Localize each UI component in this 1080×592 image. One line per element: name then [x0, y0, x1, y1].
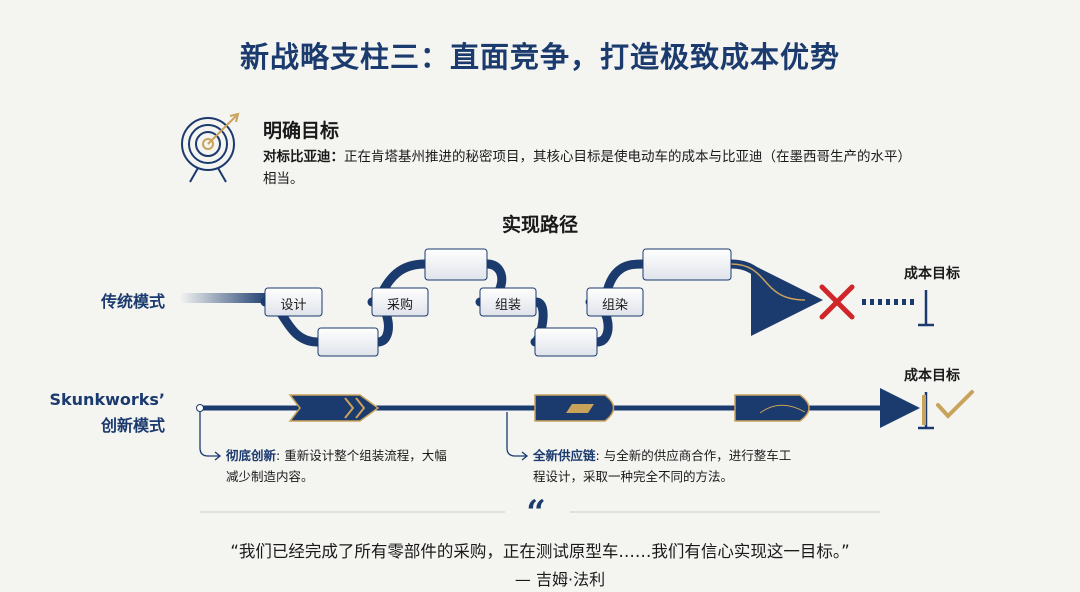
goal-body: 正在肯塔基州推进的秘密项目，其核心目标是使电动车的成本与比亚迪（在墨西哥生产的水…: [263, 149, 911, 187]
callout-innovation: 彻底创新: 重新设计整个组装流程，大幅减少制造内容。: [226, 445, 456, 487]
speed-capsule: [288, 394, 380, 422]
flow-box: [642, 248, 732, 281]
skunkworks-flow: [196, 388, 974, 461]
callout-supply-chain: 全新供应链: 与全新的供应商合作，进行整车工程设计，采取一种完全不同的方法。: [533, 445, 798, 487]
goal-text: 对标比亚迪：正在肯塔基州推进的秘密项目，其核心目标是使电动车的成本与比亚迪（在墨…: [263, 146, 923, 190]
goal-lead: 对标比亚迪：: [263, 149, 344, 165]
callout-text: : 与全新的供应商合作，进行整车工程设计，采取一种完全不同的方法。: [533, 448, 792, 484]
traditional-flow: [180, 249, 934, 356]
quote-attribution: — 吉姆·法利: [514, 570, 606, 589]
callout-connector: [199, 412, 222, 461]
step-label: 组装: [494, 298, 521, 313]
step-label: 设计: [280, 298, 307, 313]
callout-lead: 全新供应链: [533, 448, 596, 463]
speed-capsule: [734, 394, 810, 422]
target-icon: [181, 112, 240, 183]
finish-pole: [918, 290, 934, 327]
flow-box: [534, 327, 598, 357]
callout-connector: [506, 412, 529, 461]
cross-icon: [819, 284, 855, 320]
cost-target-label: 成本目标: [904, 266, 960, 282]
cost-target-label: 成本目标: [904, 368, 960, 384]
skunkworks-label-1: Skunkworks’: [49, 390, 166, 409]
quote-icon: “: [526, 493, 546, 533]
goal-heading: 明确目标: [263, 120, 340, 142]
step-label: 采购: [386, 298, 413, 313]
traditional-label: 传统模式: [100, 292, 165, 311]
callout-text: : 重新设计整个组装流程，大幅减少制造内容。: [226, 448, 447, 484]
path-heading: 实现路径: [501, 214, 578, 236]
speed-capsule: [534, 394, 615, 422]
flow-box: [424, 248, 488, 281]
step-label: 组染: [601, 298, 628, 313]
skunkworks-label-2: 创新模式: [100, 416, 165, 435]
check-icon: [936, 390, 974, 419]
callout-lead: 彻底创新: [226, 448, 277, 463]
page-title: 新战略支柱三：直面竞争，打造极致成本优势: [239, 40, 840, 74]
quote-text: “我们已经完成了所有零部件的采购，正在测试原型车……我们有信心实现这一目标。”: [230, 542, 850, 561]
flow-box: [317, 327, 379, 357]
